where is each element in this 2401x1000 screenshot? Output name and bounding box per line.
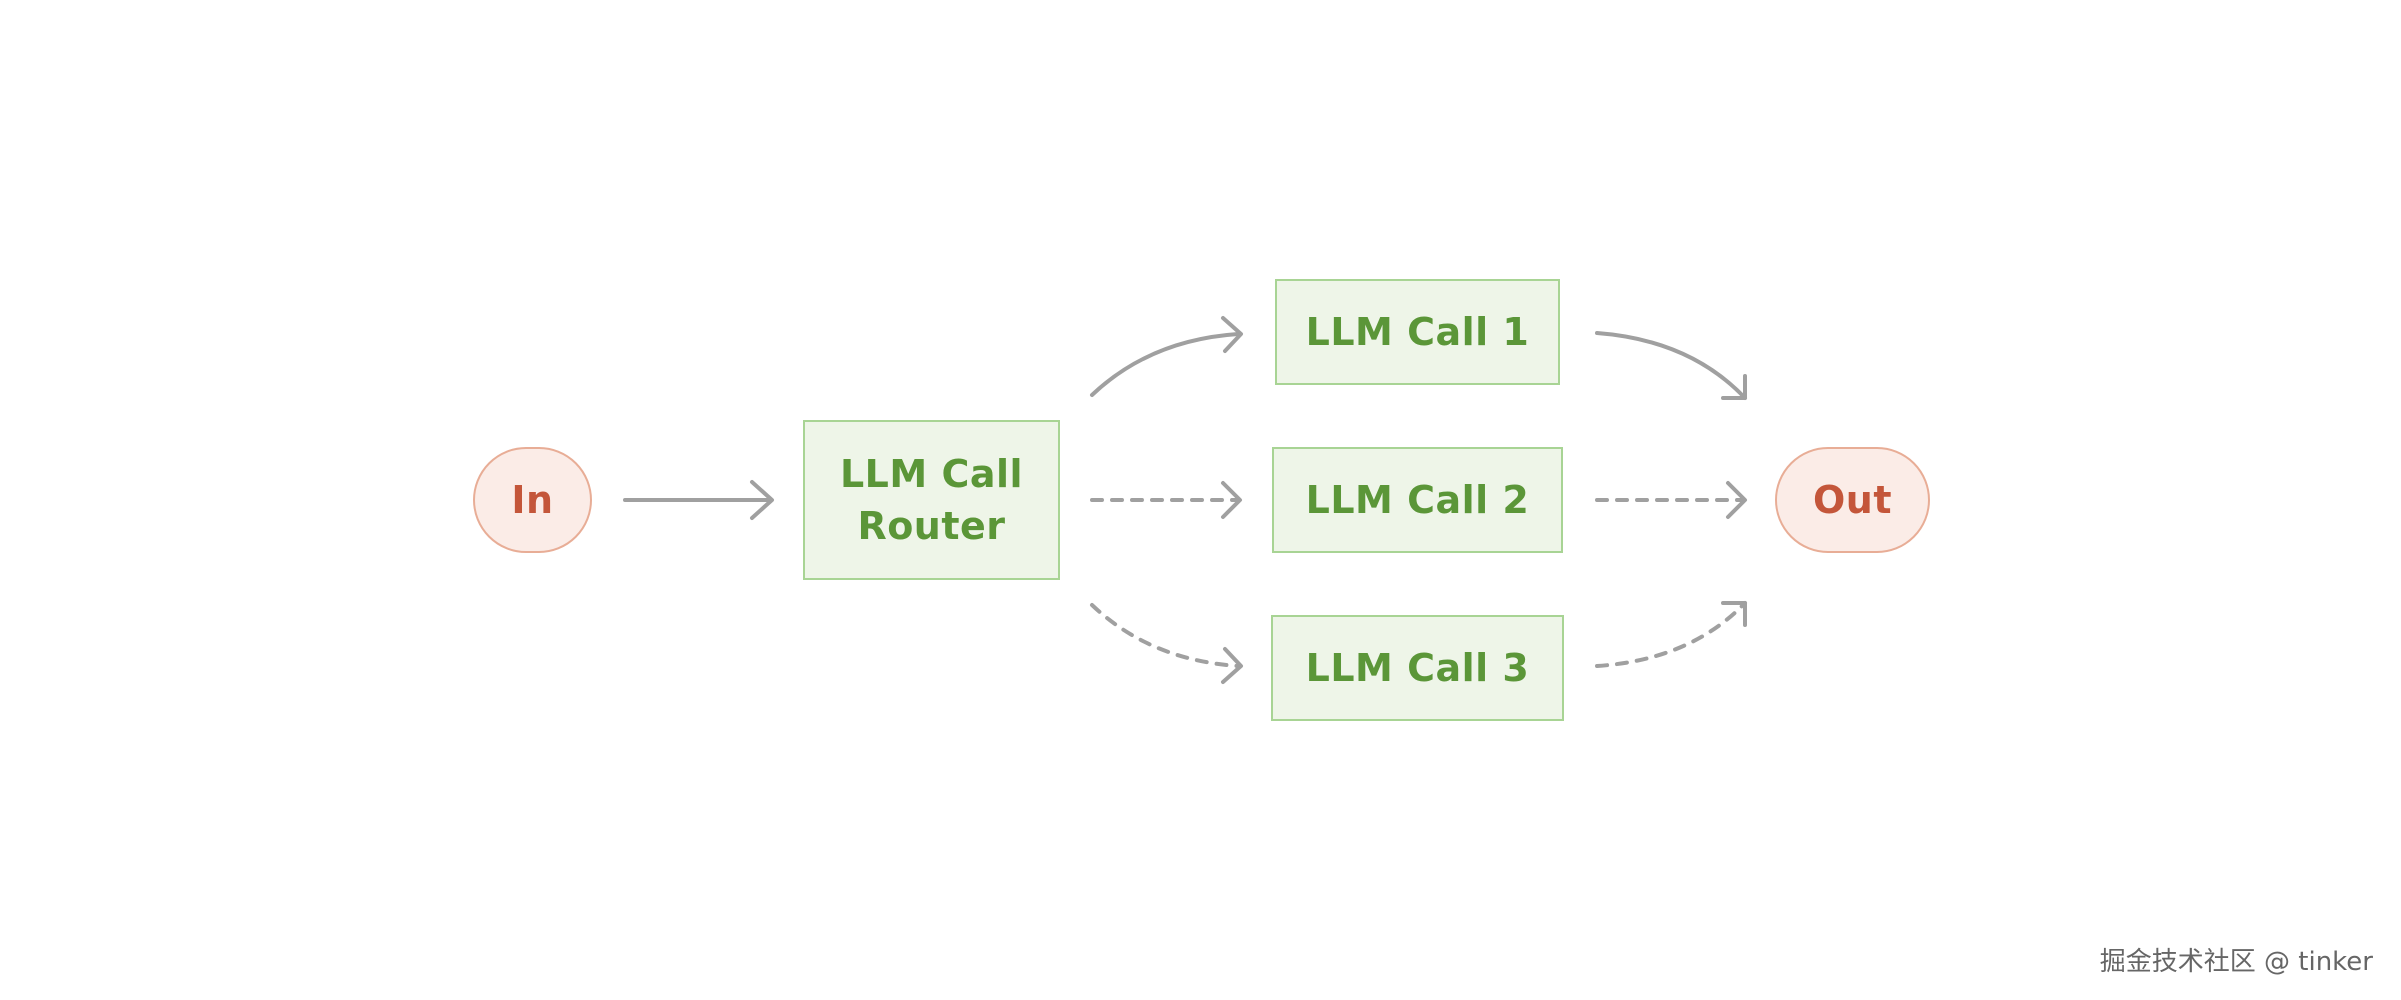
in-node: In	[473, 447, 592, 553]
edge-router-to-call-3	[1090, 603, 1243, 684]
watermark: 掘金技术社区 @ tinker	[2099, 947, 2373, 977]
edge-router-to-call-2	[1090, 481, 1242, 519]
router-node: LLM Call Router	[803, 420, 1060, 580]
edge-in-to-router	[623, 480, 774, 520]
edge-call-2-to-out	[1595, 481, 1747, 519]
llm-call-1-node: LLM Call 1	[1275, 279, 1560, 385]
edge-router-to-call-1	[1090, 316, 1243, 397]
edge-call-1-to-out	[1595, 331, 1747, 400]
llm-call-3-node: LLM Call 3	[1271, 615, 1564, 721]
llm-call-2-node: LLM Call 2	[1272, 447, 1563, 553]
edge-call-3-to-out	[1595, 601, 1747, 668]
out-node: Out	[1775, 447, 1930, 553]
